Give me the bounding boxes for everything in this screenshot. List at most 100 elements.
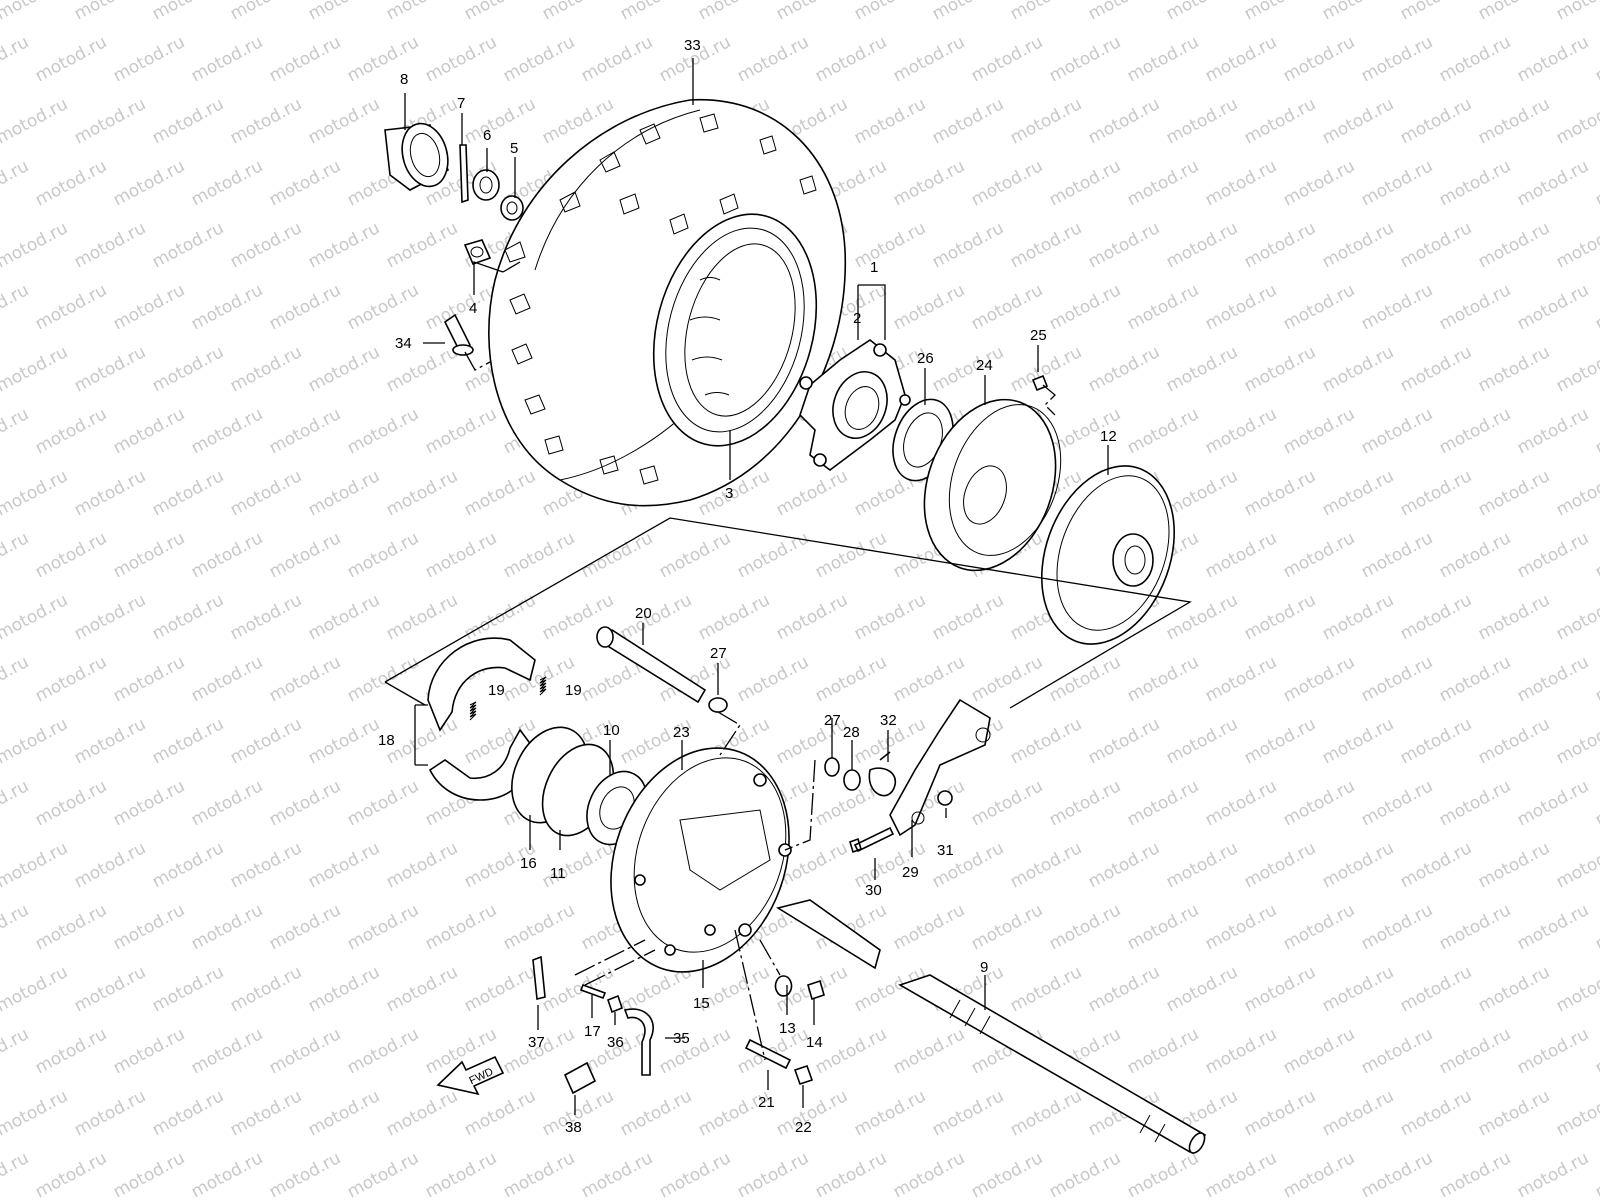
- watermark-text: motod.ru: [1007, 714, 1085, 768]
- watermark-text: motod.ru: [1475, 466, 1553, 520]
- watermark-text: motod.ru: [344, 900, 422, 954]
- watermark-text: motod.ru: [1085, 0, 1163, 24]
- watermark-text: motod.ru: [383, 962, 461, 1016]
- watermark-text: motod.ru: [578, 32, 656, 86]
- watermark-text: motod.ru: [929, 0, 1007, 24]
- watermark-text: motod.ru: [890, 652, 968, 706]
- part-label-19-a: 19: [488, 682, 505, 699]
- watermark-text: motod.ru: [1553, 0, 1600, 24]
- brake-camshaft-part-20: [596, 626, 707, 704]
- watermark-text: motod.ru: [1475, 0, 1553, 24]
- brake-arm-part-29: [889, 698, 991, 837]
- watermark-text: motod.ru: [1163, 838, 1241, 892]
- watermark-text: motod.ru: [1436, 280, 1514, 334]
- watermark-text: motod.ru: [110, 404, 188, 458]
- watermark-text: motod.ru: [1124, 404, 1202, 458]
- watermark-text: motod.ru: [227, 342, 305, 396]
- watermark-text: motod.ru: [461, 466, 539, 520]
- brake-panel-part-23: [610, 747, 792, 973]
- watermark-text: motod.ru: [1475, 590, 1553, 644]
- watermark-text: motod.ru: [110, 528, 188, 582]
- wheel-hub-part-1: [799, 339, 911, 471]
- watermark-text: motod.ru: [1397, 0, 1475, 24]
- watermark-text: motod.ru: [1358, 776, 1436, 830]
- watermark-text: motod.ru: [929, 218, 1007, 272]
- watermark-text: motod.ru: [1007, 1086, 1085, 1140]
- part-label-8: 8: [400, 71, 408, 88]
- watermark-text: motod.ru: [851, 0, 929, 24]
- watermark-text: motod.ru: [1319, 838, 1397, 892]
- watermark-text: motod.ru: [1007, 0, 1085, 24]
- watermark-text: motod.ru: [0, 218, 71, 272]
- watermark-text: motod.ru: [1241, 218, 1319, 272]
- watermark-text: motod.ru: [188, 776, 266, 830]
- watermark-text: motod.ru: [1241, 838, 1319, 892]
- watermark-text: motod.ru: [1007, 94, 1085, 148]
- watermark-text: motod.ru: [1358, 32, 1436, 86]
- o-ring-part-27-b: [824, 757, 840, 777]
- watermark-text: motod.ru: [383, 218, 461, 272]
- watermark-text: motod.ru: [656, 1148, 734, 1200]
- watermark-text: motod.ru: [0, 1148, 32, 1200]
- watermark-text: motod.ru: [1202, 32, 1280, 86]
- watermark-text: motod.ru: [71, 94, 149, 148]
- watermark-text: motod.ru: [149, 0, 227, 24]
- watermark-text: motod.ru: [305, 218, 383, 272]
- watermark-text: motod.ru: [1319, 342, 1397, 396]
- watermark-text: motod.ru: [1202, 280, 1280, 334]
- watermark-text: motod.ru: [1397, 590, 1475, 644]
- watermark-text: motod.ru: [1475, 94, 1553, 148]
- watermark-text: motod.ru: [0, 1086, 71, 1140]
- watermark-text: motod.ru: [1514, 652, 1592, 706]
- watermark-text: motod.ru: [773, 0, 851, 24]
- watermark-text: motod.ru: [1124, 776, 1202, 830]
- watermark-text: motod.ru: [71, 0, 149, 24]
- watermark-text: motod.ru: [1319, 962, 1397, 1016]
- watermark-text: motod.ru: [344, 1024, 422, 1078]
- watermark-text: motod.ru: [227, 962, 305, 1016]
- watermark-text: motod.ru: [266, 1024, 344, 1078]
- watermark-text: motod.ru: [539, 0, 617, 24]
- watermark-text: motod.ru: [617, 1086, 695, 1140]
- watermark-text: motod.ru: [266, 776, 344, 830]
- part-label-37: 37: [528, 1034, 545, 1051]
- watermark-text: motod.ru: [188, 404, 266, 458]
- watermark-text: motod.ru: [32, 900, 110, 954]
- watermark-text: motod.ru: [0, 32, 32, 86]
- watermark-text: motod.ru: [1241, 1086, 1319, 1140]
- watermark-text: motod.ru: [1280, 528, 1358, 582]
- watermark-text: motod.ru: [1514, 1148, 1592, 1200]
- watermark-text: motod.ru: [32, 652, 110, 706]
- watermark-text: motod.ru: [1280, 652, 1358, 706]
- watermark-text: motod.ru: [1436, 32, 1514, 86]
- watermark-text: motod.ru: [422, 404, 500, 458]
- pin-part-17: [579, 983, 607, 1000]
- watermark-text: motod.ru: [344, 776, 422, 830]
- watermark-text: motod.ru: [305, 0, 383, 24]
- watermark-text: motod.ru: [149, 218, 227, 272]
- watermark-text: motod.ru: [1007, 962, 1085, 1016]
- watermark-text: motod.ru: [1085, 838, 1163, 892]
- tire: [488, 99, 847, 507]
- watermark-text: motod.ru: [305, 714, 383, 768]
- part-label-38: 38: [565, 1119, 582, 1136]
- watermark-text: motod.ru: [1397, 1086, 1475, 1140]
- watermark-text: motod.ru: [929, 590, 1007, 644]
- part-label-9: 9: [980, 959, 988, 976]
- watermark-text: motod.ru: [71, 1086, 149, 1140]
- watermark-text: motod.ru: [71, 714, 149, 768]
- watermark-text: motod.ru: [188, 900, 266, 954]
- watermark-text: motod.ru: [1007, 218, 1085, 272]
- watermark-text: motod.ru: [344, 1148, 422, 1200]
- watermark-text: motod.ru: [1280, 1148, 1358, 1200]
- part-label-10: 10: [603, 722, 620, 739]
- part-label-7: 7: [457, 95, 465, 112]
- watermark-text: motod.ru: [1358, 156, 1436, 210]
- watermark-text: motod.ru: [32, 280, 110, 334]
- watermark-text: motod.ru: [422, 1148, 500, 1200]
- watermark-text: motod.ru: [383, 838, 461, 892]
- watermark-text: motod.ru: [71, 218, 149, 272]
- part-label-31: 31: [937, 842, 954, 859]
- watermark-text: motod.ru: [1241, 590, 1319, 644]
- watermark-text: motod.ru: [266, 32, 344, 86]
